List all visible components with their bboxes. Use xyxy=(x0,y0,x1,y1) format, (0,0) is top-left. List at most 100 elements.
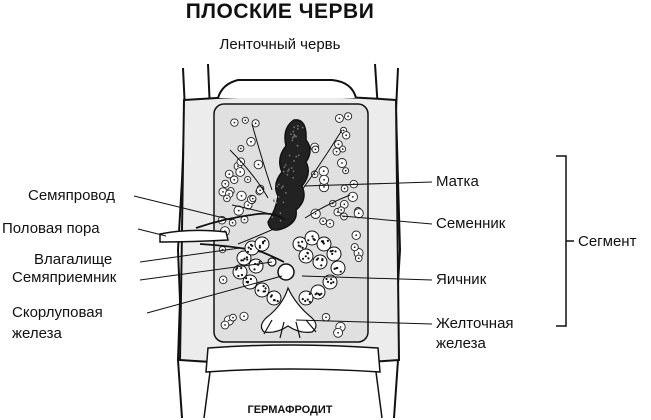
ovary-granule xyxy=(329,250,332,253)
testis-follicle-dot xyxy=(337,331,339,334)
testis-follicle-dot xyxy=(259,189,261,192)
ovary-granule xyxy=(301,257,305,260)
testis-follicle-dot xyxy=(314,212,317,215)
ovary-granule xyxy=(320,292,323,295)
ovary-granule xyxy=(306,252,309,255)
uterus-speckle xyxy=(282,185,284,188)
uterus-speckle xyxy=(292,176,295,179)
testis-follicle-dot xyxy=(243,218,246,221)
testis-follicle-dot xyxy=(228,173,231,176)
ovary-granule xyxy=(264,290,267,293)
uterus-speckle xyxy=(295,155,298,158)
diagram-subtitle: Ленточный червь xyxy=(219,36,341,53)
uterus-speckle xyxy=(292,136,295,138)
ovary-granule xyxy=(258,260,261,264)
ovary-lobe xyxy=(254,236,270,252)
ovary-granule xyxy=(249,247,252,251)
ovary-granule xyxy=(311,235,314,238)
ovary-granule xyxy=(237,274,240,278)
ovary-granule xyxy=(301,298,304,301)
ovary-lobe xyxy=(266,290,282,306)
testis-follicle-dot xyxy=(340,209,343,211)
testis-follicle-dot xyxy=(231,221,234,224)
uterus xyxy=(267,119,311,231)
leader-semennik xyxy=(341,215,433,225)
shell-gland xyxy=(277,263,295,281)
testis-follicle-dot xyxy=(251,197,254,200)
label-matka: Матка xyxy=(436,173,479,190)
label-semyapriemnik: Семяприемник xyxy=(12,269,117,286)
uterus-speckle xyxy=(294,135,297,138)
ovary-granule xyxy=(308,292,311,296)
ovary-granule xyxy=(332,281,335,284)
ovary-granule xyxy=(262,285,265,288)
testis-follicle-dot xyxy=(357,212,360,215)
segment-bracket xyxy=(556,155,574,327)
testis-follicle-dot xyxy=(342,129,345,132)
leader-vlagalishche xyxy=(139,247,241,263)
ovary-granule xyxy=(240,273,244,277)
uterus-speckle xyxy=(296,144,299,147)
testis-follicle-dot xyxy=(341,148,344,151)
uterus-speckle xyxy=(291,139,294,142)
ovary-granule xyxy=(330,282,333,285)
uterus-speckle xyxy=(277,196,280,198)
ovary-lobe xyxy=(298,290,314,306)
ovary-granule xyxy=(251,244,254,247)
leader-polovaya-pora xyxy=(137,228,167,237)
testis-follicle-dot xyxy=(233,121,236,124)
uterus-speckle xyxy=(297,154,300,157)
uterus-speckle xyxy=(282,201,285,204)
testis-follicle-dot xyxy=(224,324,226,326)
uterus-speckle xyxy=(279,219,282,222)
uterus-speckle xyxy=(279,212,282,215)
ovary-granule xyxy=(315,292,318,295)
label-skorlupovaya-line1: Скорлуповая xyxy=(12,304,103,321)
ovary-granule xyxy=(242,259,245,262)
label-zheltochnaya-line1: Желточная xyxy=(436,315,514,332)
diagram-caption: ГЕРМАФРОДИТ xyxy=(247,404,333,416)
ovary-granule xyxy=(320,240,323,243)
testis-follicle-dot xyxy=(338,117,341,120)
label-polovaya-pora: Половая пора xyxy=(2,220,100,237)
testis-follicle-dot xyxy=(314,148,317,151)
testis-follicle-dot xyxy=(325,316,327,319)
ovary-lobe xyxy=(312,254,328,270)
testis-follicle-dot xyxy=(237,165,239,168)
ovary-granule xyxy=(243,257,246,260)
uterus-speckle xyxy=(296,127,299,130)
ovary-granule xyxy=(246,250,250,253)
testis-follicle-dot xyxy=(355,234,358,237)
ovary-granule xyxy=(263,239,266,242)
ovary-granule xyxy=(312,237,315,240)
uterus-speckle xyxy=(296,125,299,127)
testis-follicle-dot xyxy=(343,203,346,206)
upper-segment-joint xyxy=(217,79,357,99)
testis-follicle-dot xyxy=(339,326,342,328)
leader-semyapriemnik xyxy=(139,261,273,281)
testis-follicle-dot xyxy=(353,246,356,249)
uterus-speckle xyxy=(284,164,287,166)
uterus-speckle xyxy=(290,133,292,135)
testis-follicle-dot xyxy=(240,147,242,150)
ovary-granule xyxy=(339,270,342,273)
testis-follicle-dot xyxy=(233,178,236,181)
ovary-granule xyxy=(334,250,337,253)
testis-follicle-dot xyxy=(228,319,230,322)
testis-follicle-dot xyxy=(329,222,331,225)
testis-follicle-dot xyxy=(357,252,360,254)
testis-follicle-dot xyxy=(222,279,225,281)
ovary-lobe xyxy=(248,258,264,274)
uterus-speckle xyxy=(292,170,295,173)
testis-follicle-dot xyxy=(345,134,348,137)
uterus-speckle xyxy=(288,168,290,171)
leader-matka xyxy=(303,181,433,187)
label-yaichnik: Яичник xyxy=(436,271,487,288)
testis-follicle-dot xyxy=(250,140,252,143)
ovary-granule xyxy=(273,299,276,302)
uterus-speckle xyxy=(290,167,293,169)
ovary-granule xyxy=(246,258,249,261)
uterus-speckle xyxy=(301,126,304,129)
ovary-granule xyxy=(308,300,311,303)
